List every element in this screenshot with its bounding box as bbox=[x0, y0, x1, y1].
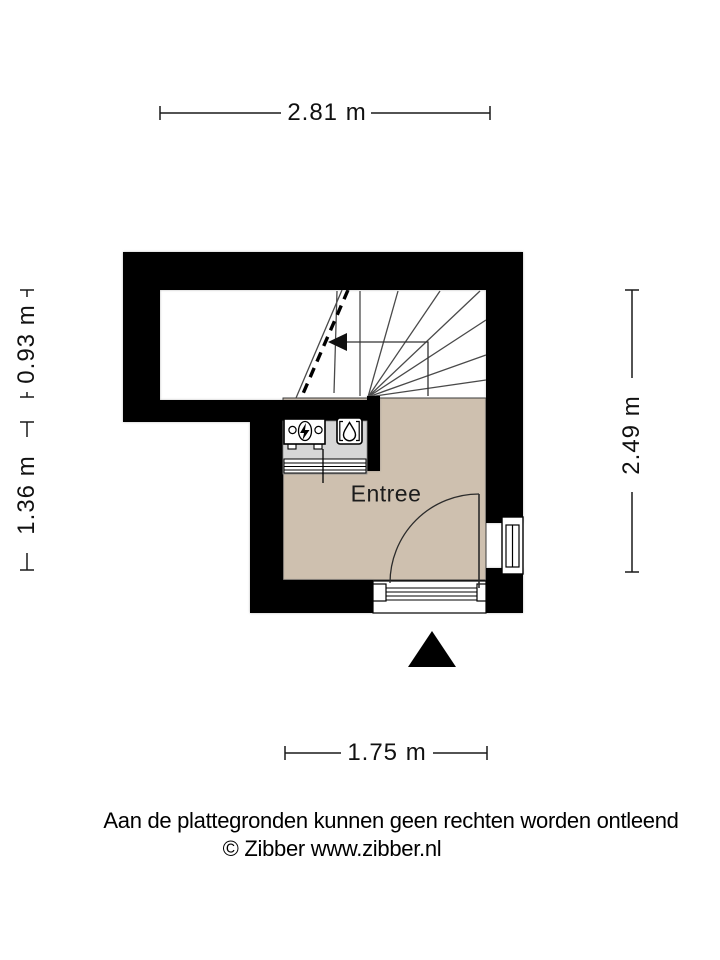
dimension-line-left-lower bbox=[20, 421, 34, 571]
stair-tread bbox=[367, 354, 487, 398]
dimension-lines bbox=[20, 106, 639, 760]
dimension-label-right: 2.49 m bbox=[618, 395, 645, 475]
wall-room-bottom bbox=[123, 400, 380, 422]
room-label-entree: Entree bbox=[350, 480, 422, 507]
door-swing-arc bbox=[389, 493, 480, 584]
wall-stub bbox=[367, 396, 380, 471]
footer-copyright: © Zibber www.zibber.nl bbox=[222, 836, 442, 861]
dimension-label-left-upper: 0.93 m bbox=[13, 304, 40, 384]
wall-left bbox=[123, 252, 160, 422]
stair-edge-line bbox=[295, 289, 343, 399]
dimension-line-top bbox=[159, 106, 491, 120]
boiler-icon bbox=[336, 417, 363, 445]
walls bbox=[123, 252, 523, 613]
stairs bbox=[295, 289, 487, 399]
dimension-line-right bbox=[625, 289, 639, 573]
meter-cupboard bbox=[282, 417, 368, 483]
wall-right-lower bbox=[486, 568, 523, 613]
stair-walk-line bbox=[346, 341, 429, 396]
stair-direction-arrow-icon bbox=[328, 333, 347, 351]
entrance-arrow-icon bbox=[408, 631, 456, 667]
window-icon bbox=[501, 516, 524, 575]
stair-tread bbox=[367, 379, 487, 398]
entrance-threshold bbox=[372, 580, 487, 614]
dimension-line-bottom bbox=[284, 746, 488, 760]
stair-cut-dashed-line bbox=[300, 289, 350, 397]
wall-top bbox=[123, 252, 523, 290]
stair-tread bbox=[367, 319, 487, 398]
meter-cupboard-door-slats bbox=[284, 462, 366, 471]
electric-meter-icon bbox=[283, 418, 326, 450]
stair-tread bbox=[367, 290, 399, 398]
dimension-label-left-lower: 1.36 m bbox=[13, 455, 40, 535]
door-swing-icon bbox=[389, 493, 480, 588]
dimension-label-top: 2.81 m bbox=[287, 99, 367, 126]
dimension-label-bottom: 1.75 m bbox=[347, 739, 427, 766]
dimension-line-left-upper bbox=[20, 289, 34, 398]
stair-tread bbox=[367, 290, 441, 398]
footer-disclaimer: Aan de plattegronden kunnen geen rechten… bbox=[103, 808, 679, 833]
stair-tread bbox=[367, 290, 481, 398]
wall-bottom bbox=[250, 580, 373, 613]
wall-right-upper bbox=[486, 252, 523, 523]
